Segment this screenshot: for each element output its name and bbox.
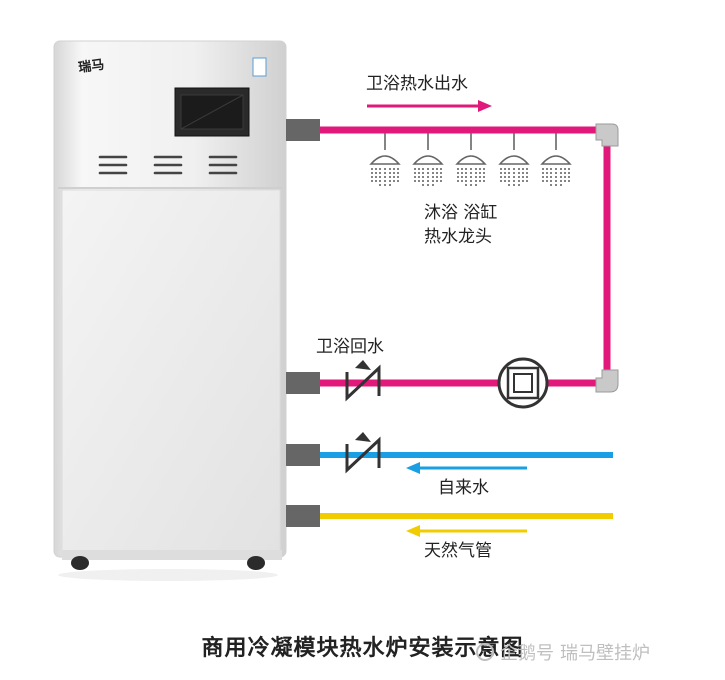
fixtures-label-line1: 沐浴 浴缸: [424, 203, 498, 223]
boiler-unit: [53, 40, 287, 581]
watermark-platform: 企鹅号: [500, 643, 554, 664]
penguin-logo-icon: [476, 643, 494, 661]
flow-arrow-icon: [406, 462, 527, 474]
shower-head-icon: [456, 132, 486, 187]
flow-arrow-icon: [367, 100, 492, 112]
return-water-label: 卫浴回水: [316, 337, 384, 357]
check-valve-icon: [345, 360, 381, 402]
flow-arrow-icon: [406, 525, 527, 537]
vent-grille: [98, 155, 238, 175]
check-valve-icon: [345, 432, 381, 474]
diagram-title: 商用冷凝模块热水炉安装示意图: [201, 636, 524, 661]
pipe-elbow: [595, 369, 619, 393]
shower-head-icon: [413, 132, 443, 187]
watermark-account: 瑞马壁挂炉: [560, 643, 650, 664]
shower-head-icon: [499, 132, 529, 187]
pipe-elbow: [595, 123, 619, 147]
pipe-connector: [286, 119, 320, 527]
shower-head-icon: [369, 133, 401, 186]
brand-logo: 瑞马: [77, 56, 105, 75]
hot-water-supply-pipe: [320, 126, 611, 387]
shower-head-icon: [541, 132, 571, 187]
caster-wheel: [247, 556, 265, 570]
caster-wheel: [71, 556, 89, 570]
control-display: [174, 87, 250, 137]
energy-label: [252, 57, 267, 77]
fixtures-label-line2: 热水龙头: [424, 227, 492, 247]
circulation-pump-icon: [497, 357, 549, 409]
natural-gas-label: 天然气管: [424, 541, 492, 561]
tap-water-label: 自来水: [438, 478, 489, 498]
hot-water-out-label: 卫浴热水出水: [366, 74, 468, 94]
svg-text:瑞马: 瑞马: [77, 56, 105, 75]
watermark: 企鹅号 瑞马壁挂炉: [476, 639, 650, 665]
